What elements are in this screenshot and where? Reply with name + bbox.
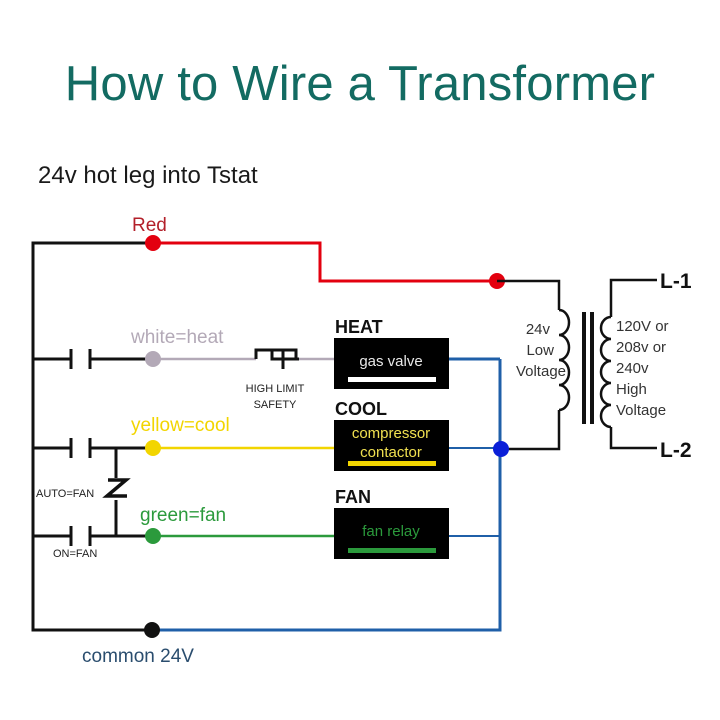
left-bus-wire (31, 241, 152, 632)
auto-fan-label: AUTO=FAN (36, 488, 94, 500)
terminal-l1-label: L-1 (660, 270, 692, 293)
transformer-low-top-lead (497, 279, 561, 310)
high-limit-label-2: SAFETY (254, 399, 297, 411)
on-fan-label: ON=FAN (53, 548, 97, 560)
red-wire-label: Red (132, 215, 167, 236)
high-voltage-label-3: 240v (616, 360, 649, 377)
load-heat-header: HEAT (335, 317, 383, 337)
common-wire (152, 359, 502, 632)
transformer-low-bottom-lead (502, 410, 561, 451)
common-wire-label: common 24V (82, 646, 194, 667)
load-heat: HEAT gas valve (334, 317, 449, 389)
diagram-subtitle: 24v hot leg into Tstat (38, 162, 258, 189)
high-voltage-label-5: Voltage (616, 402, 666, 419)
green-wire-label: green=fan (140, 505, 226, 526)
load-cool: COOL compressor contactor (334, 399, 449, 471)
load-cool-header: COOL (335, 399, 387, 419)
load-heat-text: gas valve (359, 353, 422, 370)
load-cool-text-1: compressor (352, 425, 430, 442)
load-heat-bar (348, 377, 436, 382)
load-fan-bar (348, 548, 436, 553)
red-wire (152, 241, 497, 283)
load-fan-text: fan relay (362, 523, 420, 540)
diagram-title: How to Wire a Transformer (64, 57, 656, 111)
yellow-terminal-dot (145, 440, 161, 456)
low-voltage-label-3: Voltage (516, 363, 566, 380)
high-voltage-label-4: High (616, 381, 647, 398)
green-terminal-dot (145, 528, 161, 544)
load-fan-header: FAN (335, 487, 371, 507)
low-voltage-coil (558, 308, 571, 412)
high-limit-safety-icon (254, 348, 299, 369)
load-cool-bar (348, 461, 436, 466)
load-cool-text-2: contactor (360, 444, 422, 461)
white-wire-label: white=heat (130, 327, 224, 348)
high-voltage-label-2: 208v or (616, 339, 666, 356)
high-voltage-label-1: 120V or (616, 318, 669, 335)
common-junction-dot (493, 441, 509, 457)
common-terminal-dot (144, 622, 160, 638)
low-voltage-label-2: Low (526, 342, 554, 359)
high-limit-label-1: HIGH LIMIT (246, 383, 305, 395)
terminal-l2-label: L-2 (660, 439, 692, 462)
load-fan: FAN fan relay (334, 487, 449, 559)
transformer-high-top-lead (609, 278, 657, 317)
yellow-wire-label: yellow=cool (131, 415, 230, 436)
high-voltage-coil (599, 315, 612, 429)
transformer-high-bottom-lead (609, 427, 657, 450)
low-voltage-label-1: 24v (526, 321, 551, 338)
auto-fan-switch-icon (102, 478, 131, 498)
red-terminal-dot (145, 235, 161, 251)
white-terminal-dot (145, 351, 161, 367)
